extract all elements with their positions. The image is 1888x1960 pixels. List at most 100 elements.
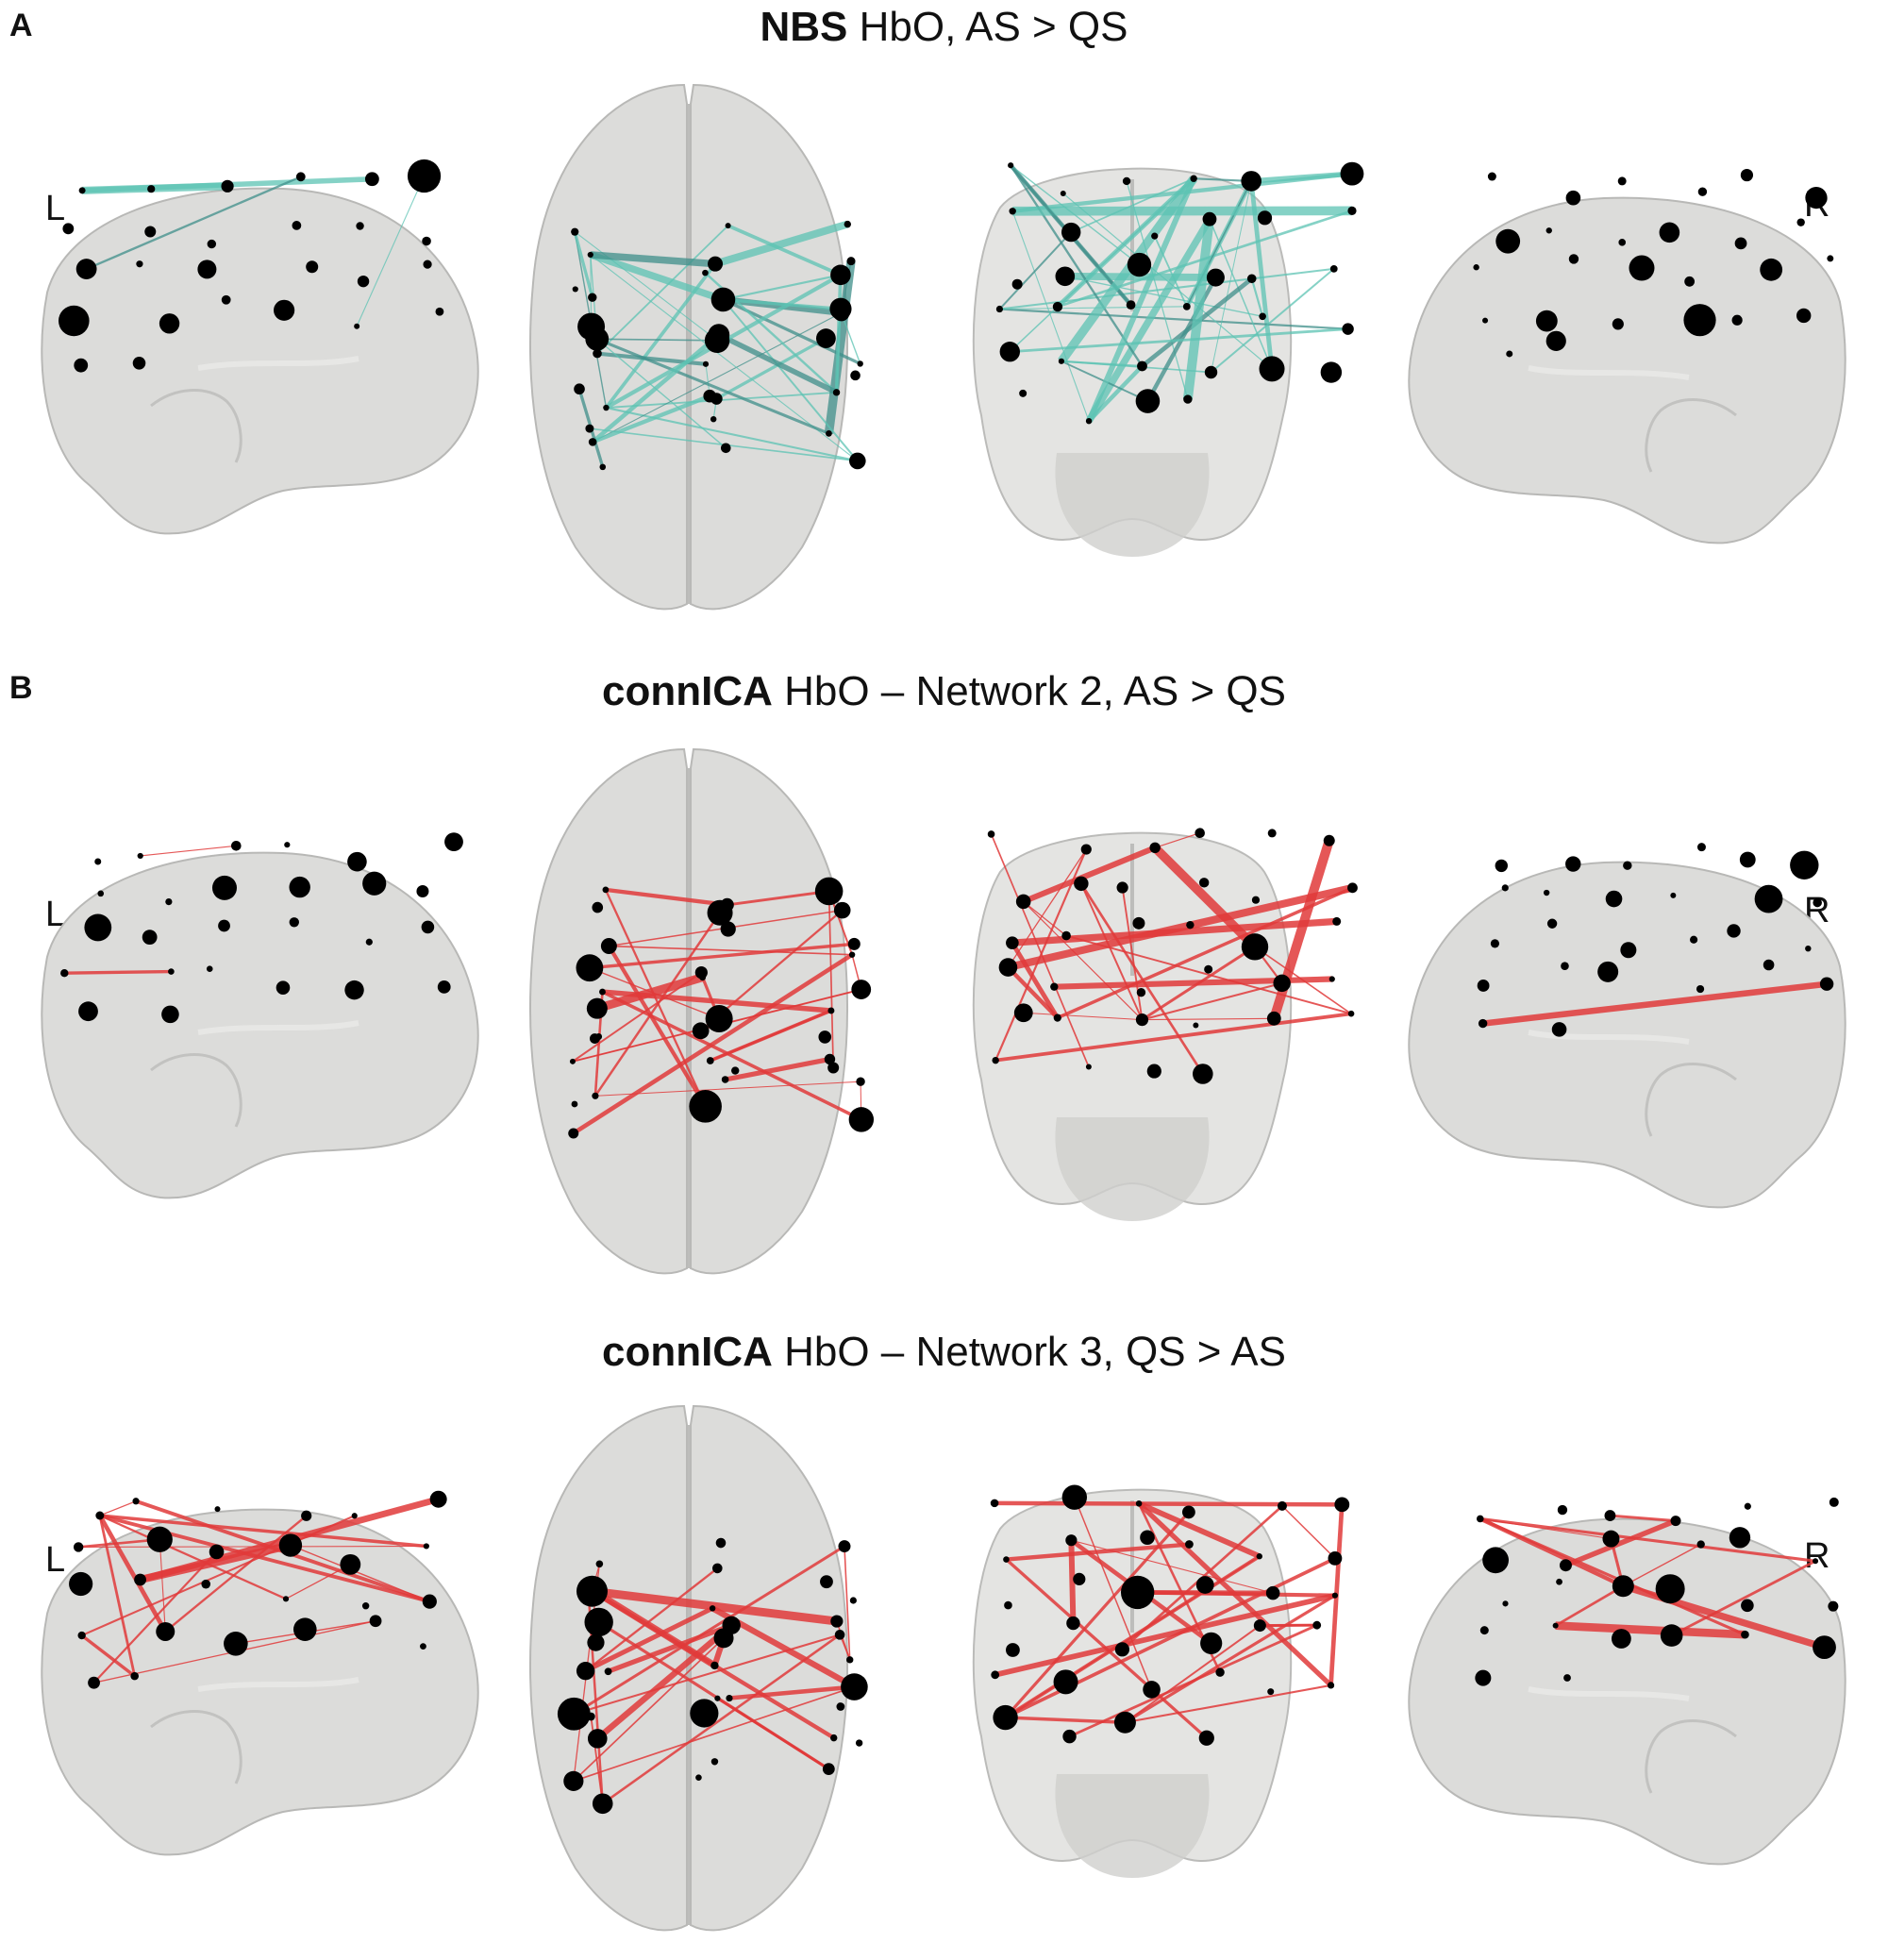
channel-node [1487,172,1496,181]
channel-node [1328,1550,1343,1566]
connection-edge [1007,848,1087,968]
channel-node [1135,1014,1149,1027]
channel-node [1013,1003,1033,1023]
channel-node [1085,1064,1092,1070]
connection-edge [1121,887,1144,1020]
channel-node [1475,1669,1492,1686]
channel-node [284,842,291,848]
dorsal-brain-row-2-right-hemisphere [690,747,848,1275]
channel-node [422,1594,437,1609]
lateral-right-brain-row-3-sulcus [1645,1719,1737,1794]
channel-node [571,227,579,236]
channel-node [855,1739,863,1747]
connection-edge [602,989,832,1014]
channel-node [1347,882,1358,894]
channel-node [364,172,379,187]
channel-node [1259,356,1285,382]
channel-node [1266,1011,1281,1026]
panel-letter-a: A [9,8,33,43]
connection-edge [1671,1560,1816,1637]
channel-node [1183,394,1193,404]
dorsal-brain-row-3-right-hemisphere [690,1404,848,1932]
connection-edge [572,952,854,1135]
channel-node [588,438,597,446]
channel-node [588,293,597,302]
channel-node [1597,961,1619,982]
connection-edge [725,1056,830,1082]
channel-node [1551,1022,1567,1037]
channel-node [710,1758,719,1766]
connection-edge [717,332,838,395]
channel-node [1215,1667,1225,1677]
connection-edge [835,309,842,393]
connection-edge [824,260,856,434]
channel-node [710,1661,719,1670]
connection-edge [285,1564,351,1600]
channel-node [1004,1600,1012,1610]
connection-edge [139,1541,292,1584]
channel-node [197,260,217,279]
channel-node [856,1077,865,1086]
connection-edge [998,231,1072,310]
channel-node [586,997,608,1019]
channel-node [993,1704,1018,1731]
channel-node [144,226,157,238]
connection-edge [573,231,594,298]
connection-edge [609,945,853,956]
channel-node [599,988,606,996]
channel-node [1744,1502,1751,1510]
connection-edge [1137,1500,1261,1559]
channel-node [1827,255,1834,262]
channel-node [1058,358,1065,364]
channel-node [1251,896,1261,904]
channel-node [704,327,730,354]
channel-node [576,954,604,982]
connection-edge [574,231,718,342]
channel-node [1502,1600,1509,1607]
channel-node [1267,1688,1275,1696]
channel-node [1332,916,1342,926]
connection-edge [727,889,829,907]
channel-node [822,1763,835,1776]
channel-node [1312,1620,1322,1630]
channel-node [1055,266,1076,287]
channel-node [1246,274,1257,284]
connection-edge [592,394,711,444]
channel-node [603,404,610,411]
channel-node [1061,930,1071,941]
channel-node [1073,1572,1086,1585]
lateral-right-brain-row-3 [1408,1517,1846,1866]
connection-edge [1068,1540,1077,1624]
channel-node [1813,1558,1819,1565]
channel-node [1473,264,1479,271]
channel-node [1204,964,1213,974]
channel-node [69,1571,93,1597]
channel-node [1127,252,1152,277]
channel-node [1535,310,1558,332]
channel-node [1545,330,1566,351]
connection-edge [715,337,827,400]
connection-edge [584,1566,719,1672]
channel-node [690,1699,719,1728]
channel-node [1660,1624,1683,1647]
channel-node [357,275,370,288]
channel-node [1019,389,1028,397]
channel-node [818,1030,832,1044]
channel-node [1696,984,1705,994]
channel-node [1066,1616,1080,1631]
connection-edge [1610,1514,1677,1523]
channel-node [563,1770,584,1791]
channel-node [62,223,75,235]
channel-node [1623,861,1632,870]
connection-edge [596,338,727,449]
channel-node [1193,1064,1213,1084]
connection-edge [290,1544,430,1602]
title-row-1-rest: HbO, AS > QS [847,4,1128,50]
channel-node [1805,186,1828,209]
channel-node [576,1661,595,1681]
connection-edge [1007,883,1354,972]
channel-node [836,1702,845,1711]
channel-node [1568,254,1579,264]
connection-edge [356,176,426,327]
channel-node [1790,850,1819,879]
